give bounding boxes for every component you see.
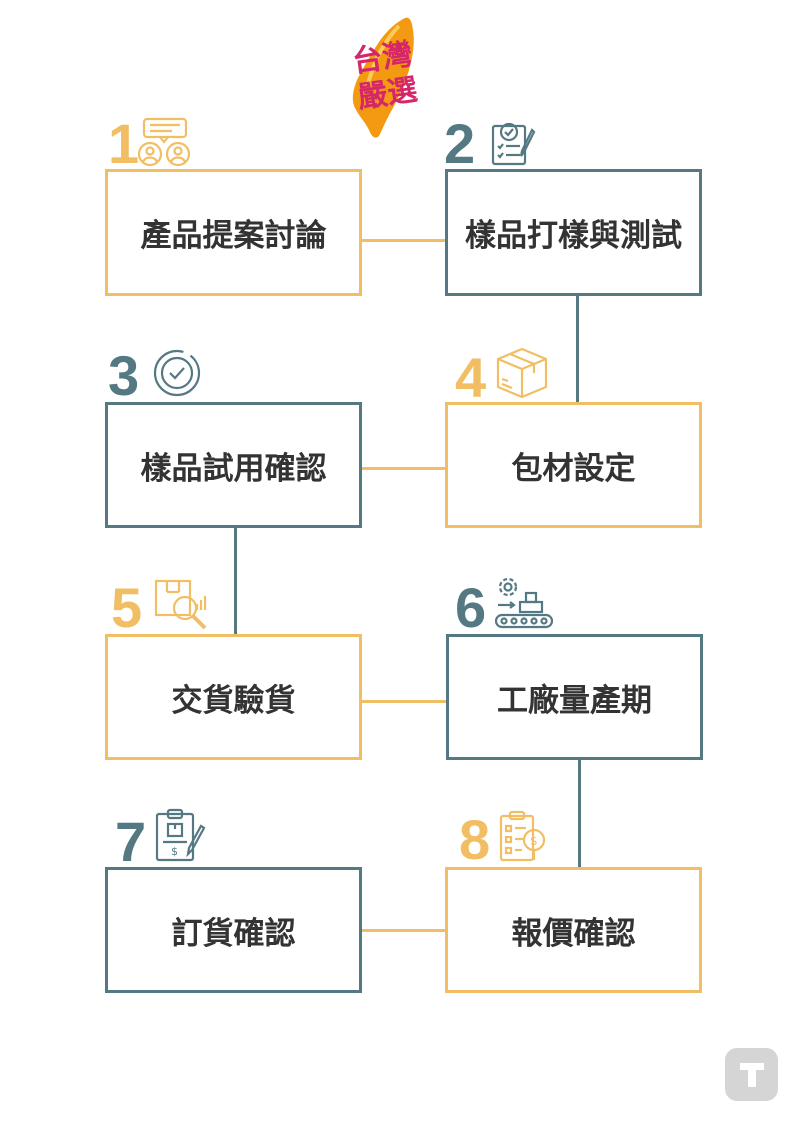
- connector-1-2: [361, 239, 446, 242]
- connector-2-4: [576, 294, 579, 403]
- factory-conveyor-icon: [494, 577, 554, 629]
- step-6-label: 工廠量產期: [497, 682, 652, 719]
- step-5-box: 交貨驗貨: [105, 634, 362, 760]
- discussion-people-icon: [137, 117, 191, 167]
- connector-6-8: [578, 759, 581, 869]
- step-5-number: 5: [111, 576, 143, 639]
- connector-5-6: [361, 700, 447, 703]
- quotation-list-icon: $: [499, 810, 546, 862]
- step-1-box: 產品提案討論: [105, 169, 362, 296]
- taiwan-map-logo: [352, 17, 414, 138]
- step-3-label: 樣品試用確認: [140, 450, 327, 487]
- step-8-label: 報價確認: [511, 915, 636, 952]
- step-4-label: 包材設定: [511, 450, 636, 487]
- step-7-label: 訂貨確認: [171, 915, 296, 952]
- t-badge-icon[interactable]: [725, 1048, 778, 1101]
- step-6-number: 6: [455, 576, 487, 639]
- check-circle-icon: [153, 349, 201, 397]
- connector-3-5: [234, 526, 237, 636]
- step-4-box: 包材設定: [445, 402, 702, 528]
- step-3-number: 3: [108, 344, 140, 407]
- checklist-review-icon: [491, 122, 536, 166]
- step-8-box: 報價確認: [445, 867, 702, 993]
- step-2-number: 2: [444, 112, 476, 175]
- connector-8-7: [361, 929, 446, 932]
- step-4-number: 4: [455, 346, 487, 409]
- step-8-number: 8: [459, 808, 491, 871]
- inspection-magnifier-icon: [154, 579, 207, 630]
- package-box-icon: [496, 347, 548, 399]
- step-1-number: 1: [108, 112, 140, 175]
- svg-text:$: $: [530, 834, 538, 848]
- logo: 台灣嚴選: [335, 12, 435, 142]
- logo-text: 台灣嚴選: [350, 36, 420, 116]
- step-7-number: 7: [115, 810, 147, 873]
- connector-4-3: [361, 467, 446, 470]
- step-6-box: 工廠量產期: [446, 634, 703, 760]
- svg-text:$: $: [171, 845, 178, 858]
- step-2-label: 樣品打樣與測試: [465, 218, 682, 254]
- step-1-label: 產品提案討論: [140, 218, 327, 254]
- step-5-label: 交貨驗貨: [171, 682, 296, 719]
- step-2-box: 樣品打樣與測試: [445, 169, 702, 296]
- order-clipboard-icon: $: [155, 808, 206, 862]
- step-7-box: 訂貨確認: [105, 867, 362, 993]
- step-3-box: 樣品試用確認: [105, 402, 362, 528]
